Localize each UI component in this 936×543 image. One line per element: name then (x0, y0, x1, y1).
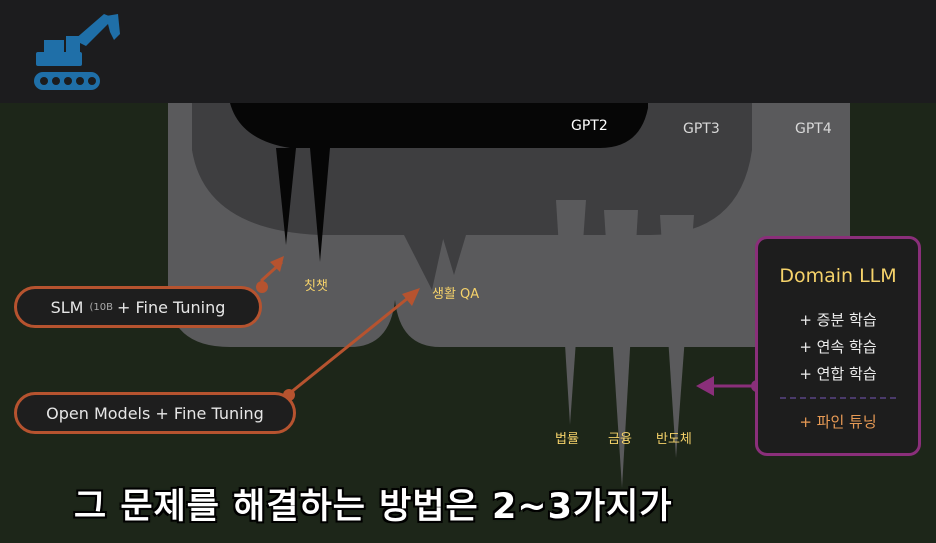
domain-llm-panel: Domain LLM + 증분 학습 + 연속 학습 + 연합 학습 + 파인 … (755, 236, 921, 456)
law-label: 법률 (555, 432, 579, 447)
finance-label: 금융 (608, 432, 632, 447)
slm-fine-tuning-label: + Fine Tuning (116, 297, 226, 317)
domain-item-continual: + 연속 학습 (799, 338, 877, 356)
semiconductor-spike (660, 215, 694, 458)
slm-fine-tuning-box: SLM (10B + Fine Tuning (14, 286, 262, 328)
domain-item-incremental: + 증분 학습 (799, 311, 877, 329)
open-models-label: Open Models + Fine Tuning (46, 403, 264, 423)
video-subtitle: 그 문제를 해결하는 방법은 2~3가지가 (74, 487, 673, 527)
law-spike (556, 200, 586, 425)
domain-item-federated: + 연합 학습 (799, 365, 877, 383)
finance-spike (604, 210, 638, 488)
gpt2-shape (230, 103, 648, 148)
gpt4-label: GPT4 (795, 121, 832, 137)
chitchat-spike (276, 148, 296, 245)
excavator-icon (34, 14, 120, 90)
slm-arrowhead (270, 256, 284, 272)
semiconductor-label: 반도체 (656, 432, 692, 447)
domain-arrowhead (696, 376, 714, 396)
chitchat-label: 칫챗 (304, 279, 328, 294)
gpt3-label: GPT3 (683, 121, 720, 137)
open-models-connector (289, 296, 409, 395)
slm-connector-dot (256, 281, 268, 293)
slm-size-label: (10B (89, 301, 113, 313)
domain-item-fine-tuning: + 파인 튜닝 (799, 413, 877, 431)
open-models-arrowhead (402, 288, 420, 306)
gpt2-label: GPT2 (571, 118, 608, 134)
life-qa-spike (404, 235, 444, 290)
top-bar (0, 0, 936, 103)
life-qa-label: 생활 QA (432, 287, 480, 302)
domain-llm-title: Domain LLM (779, 265, 897, 287)
domain-divider (780, 397, 896, 399)
chitchat-spike (310, 148, 330, 262)
open-models-fine-tuning-box: Open Models + Fine Tuning (14, 392, 296, 434)
life-qa-spike (442, 235, 466, 275)
slm-label: SLM (50, 297, 84, 317)
